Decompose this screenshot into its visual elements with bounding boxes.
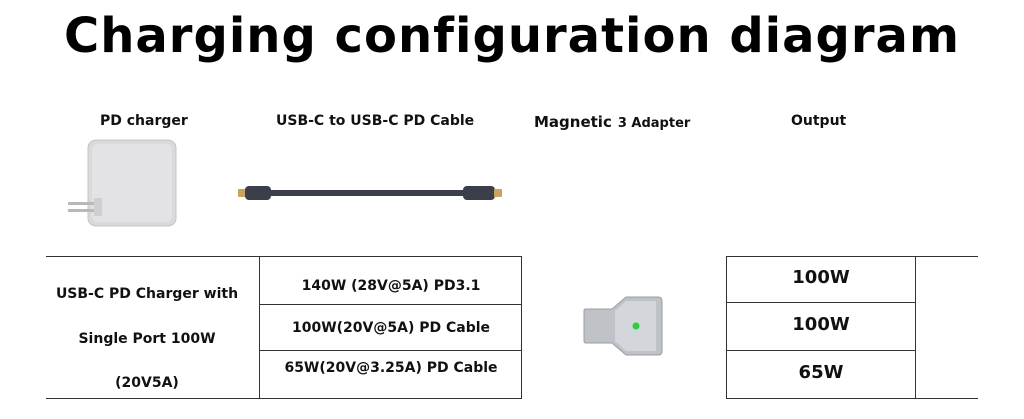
column-header-cable: USB-C to USB-C PD Cable — [276, 113, 475, 129]
adapter-header-main: Magnetic — [534, 113, 612, 131]
column-header-adapter: Magnetic 3 Adapter — [534, 113, 690, 131]
adapter-header-suffix: 3 Adapter — [617, 116, 691, 131]
output-row-3: 65W — [798, 362, 844, 383]
charger-desc-line1: USB-C PD Charger with — [55, 286, 239, 302]
cable-row-3: 65W(20V@3.25A) PD Cable — [284, 360, 498, 376]
led-indicator-icon — [632, 322, 640, 330]
charger-desc-line3: (20V5A) — [115, 375, 179, 391]
charger-desc-line2: Single Port 100W — [78, 331, 216, 347]
cable-row-2: 100W(20V@5A) PD Cable — [291, 320, 491, 336]
pd-charger-image — [68, 139, 177, 227]
output-row-1: 100W — [792, 267, 850, 288]
usb-c-cable-image — [238, 186, 502, 200]
cable-row-1: 140W (28V@5A) PD3.1 — [301, 278, 481, 294]
magnetic-adapter-image — [583, 296, 663, 356]
page-title: Charging configuration diagram — [64, 8, 960, 64]
output-row-2: 100W — [792, 314, 850, 335]
column-header-charger: PD charger — [100, 113, 188, 129]
column-header-output: Output — [791, 113, 847, 129]
